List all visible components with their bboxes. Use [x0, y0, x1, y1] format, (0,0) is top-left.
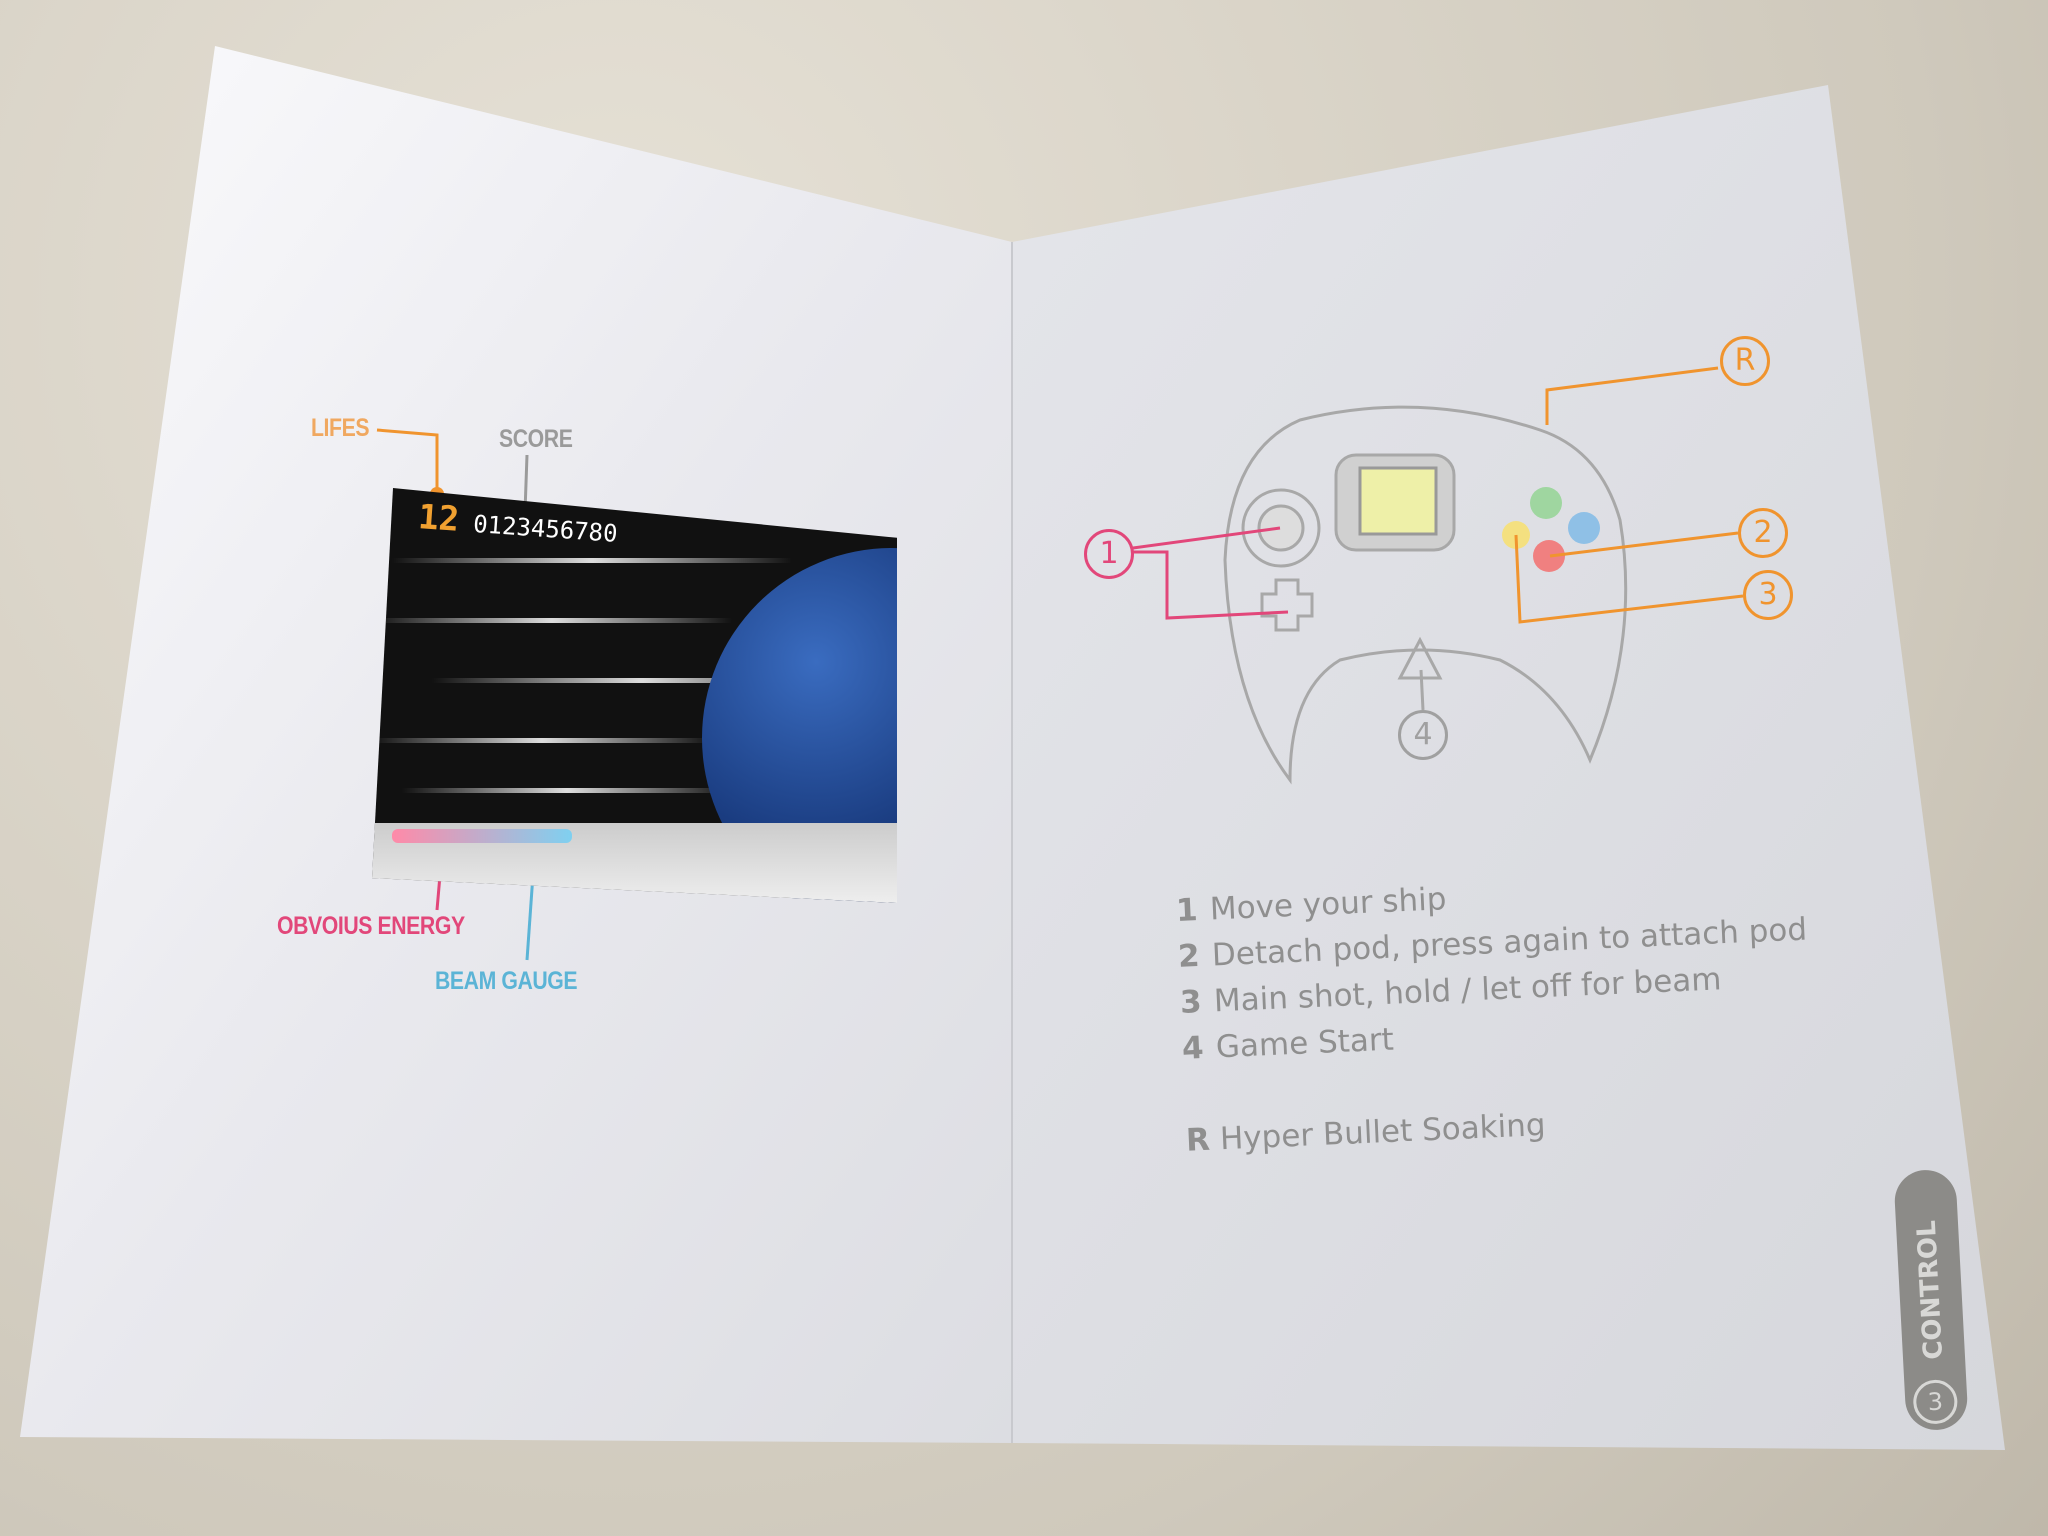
callout-r: R: [1720, 336, 1770, 386]
beam-gauge-label: BEAM GAUGE: [435, 967, 578, 995]
energy-bar: [392, 829, 572, 843]
game-screenshot: 12 0123456780: [372, 488, 897, 903]
obvious-energy-label: OBVOIUS ENERGY: [277, 912, 465, 940]
score-label: SCORE: [499, 425, 573, 453]
callout-2: 2: [1738, 508, 1788, 558]
callout-4: 4: [1398, 710, 1448, 760]
callout-3: 3: [1743, 570, 1793, 620]
page-number: 3: [1912, 1378, 1959, 1426]
hud-lives: 12: [416, 497, 461, 540]
hud-score: 0123456780: [472, 509, 619, 548]
controller-diagram: [1223, 405, 1628, 785]
section-tab-label: CONTROL: [1911, 1219, 1950, 1360]
right-page: [1012, 85, 2005, 1450]
lifes-label: LIFES: [311, 414, 370, 442]
callout-1: 1: [1084, 529, 1134, 579]
